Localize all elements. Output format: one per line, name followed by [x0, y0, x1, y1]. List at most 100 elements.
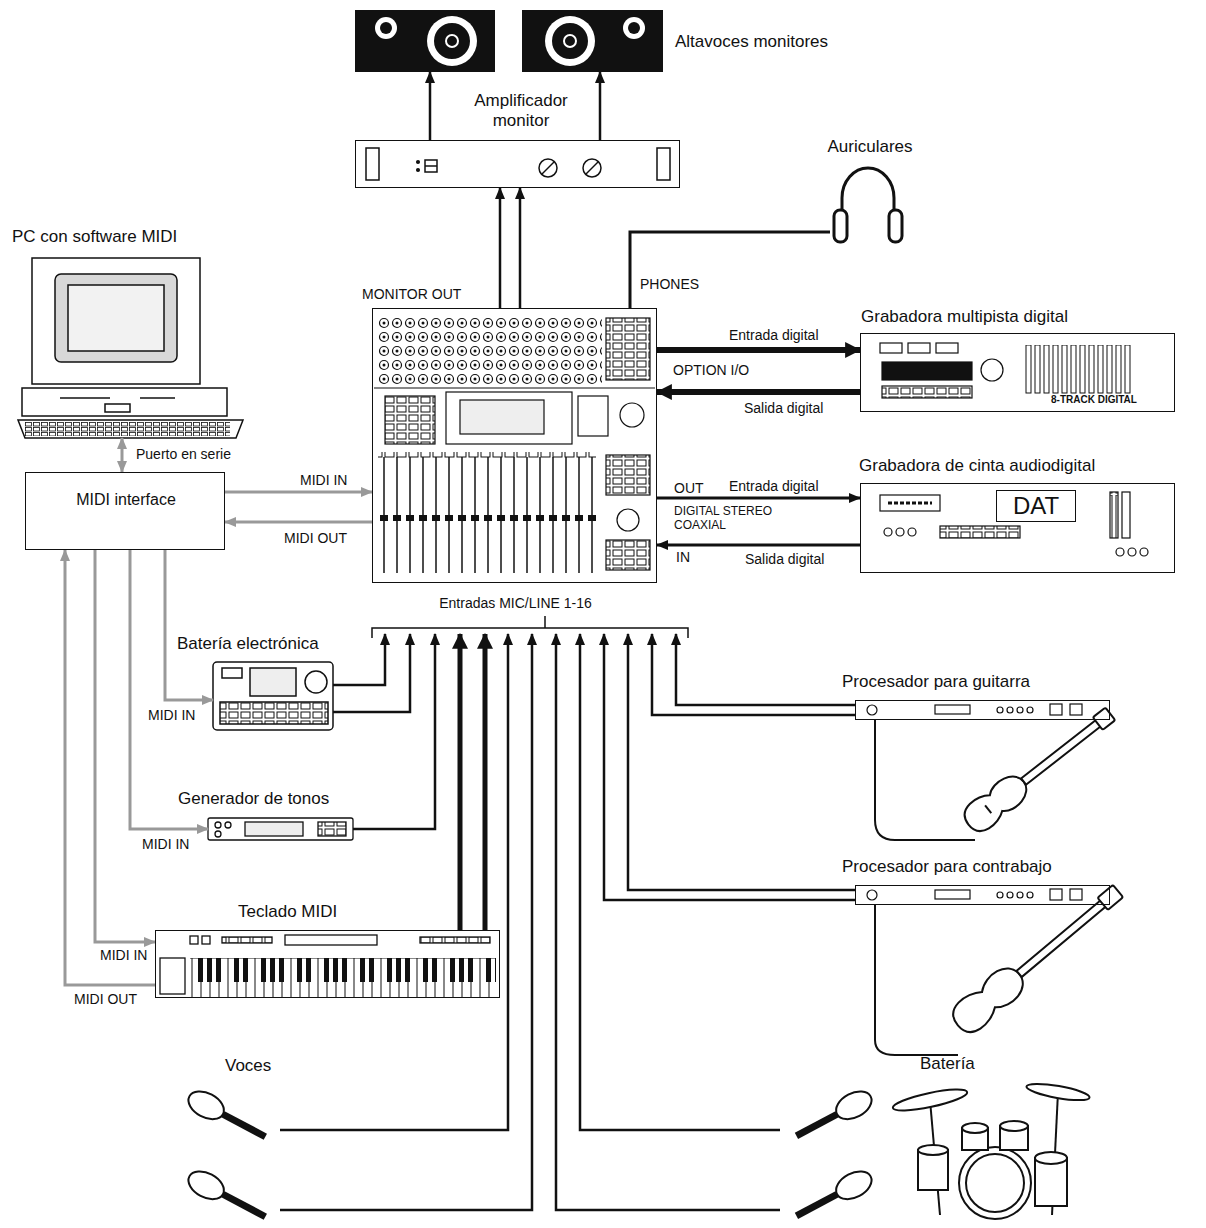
tone-generator-part — [215, 822, 221, 828]
dat-details-part — [1116, 548, 1124, 556]
guitar-processor-details — [867, 704, 1082, 715]
microphones-left-part-part — [184, 1166, 229, 1205]
tone-generator-part — [215, 831, 221, 837]
headphones-part — [834, 210, 847, 242]
amplifier-details-part — [425, 165, 437, 167]
drum-kit-part — [918, 1145, 948, 1155]
port-label: MIDI IN — [298, 472, 349, 488]
device-label: Teclado MIDI — [238, 902, 398, 922]
mixer-details-part — [617, 509, 639, 531]
guitar-part-part — [1093, 708, 1115, 730]
mixer-details-part — [606, 540, 650, 570]
keyboard-details — [160, 935, 496, 998]
port-label: MIDI IN — [140, 836, 191, 852]
multitrack-details-part — [882, 362, 972, 380]
guitar-processor-details-part — [1017, 707, 1023, 713]
computer-part — [68, 285, 164, 351]
drum-machine-part — [213, 662, 333, 730]
microphones-left-part-part — [184, 1086, 229, 1125]
tone-generator — [208, 818, 353, 840]
speaker-left-part — [375, 17, 397, 39]
bass-processor: Procesador para contrabajo — [855, 885, 1110, 905]
microphones-left-part-part — [223, 1114, 265, 1137]
midi-cable — [225, 491, 372, 494]
bass-processor-details-part — [935, 890, 970, 899]
device-label: Auriculares — [815, 137, 925, 157]
audio-cable — [280, 634, 532, 1210]
bass-processor-details-part — [867, 890, 877, 900]
amplifier-details-part — [425, 160, 437, 172]
dat-details-part — [888, 502, 932, 505]
drum-machine-part — [305, 671, 327, 693]
midi-cable — [165, 550, 213, 700]
midi-cable — [95, 550, 155, 942]
drum-machine-part — [220, 702, 328, 724]
speaker-right-part — [545, 16, 595, 66]
computer-part — [140, 397, 175, 399]
amplifier-details-part — [417, 161, 420, 164]
microphones-right — [791, 1086, 876, 1227]
monitor-amplifier: Amplificador monitor — [355, 140, 680, 188]
multitrack-details-part — [880, 343, 902, 353]
audio-cable — [657, 544, 860, 547]
port-label: Entrada digital — [727, 327, 821, 343]
microphones-left — [184, 1086, 271, 1228]
speaker-left-part — [446, 35, 458, 47]
keyboard-details-part — [190, 958, 496, 998]
drum-kit: Batería — [780, 1085, 1075, 1225]
audio-cable — [458, 634, 463, 930]
audio-cable — [652, 634, 855, 715]
dat-details-part — [1110, 492, 1118, 538]
keyboard-details-part — [190, 958, 496, 998]
midi-cable — [65, 550, 155, 985]
microphones-right-part-part — [796, 1194, 837, 1216]
speaker-right-part — [522, 10, 663, 72]
computer-part — [25, 422, 230, 436]
guitar-processor-details-part — [1070, 704, 1082, 715]
device-marking: 8-TRACK DIGITAL — [1051, 394, 1173, 406]
computer-part — [60, 397, 110, 399]
mixer-details-part — [620, 403, 644, 427]
port-label: OPTION I/O — [671, 362, 751, 378]
device-label: Generador de tonos — [178, 789, 383, 809]
headphones-part — [842, 168, 894, 218]
port-label: Puerto en serie — [134, 446, 233, 462]
keyboard-details-part — [160, 958, 185, 994]
audio-cable — [483, 634, 488, 930]
bass-processor-details-part — [1007, 892, 1013, 898]
drum-kit-part — [966, 1154, 1024, 1212]
guitar-processor-details-part — [1027, 707, 1033, 713]
mixer: Entradas MIC/LINE 1-16 — [372, 308, 657, 583]
bass-processor-details — [867, 889, 1082, 900]
tone-generator-part — [245, 822, 303, 836]
midi-keyboard: Teclado MIDI — [155, 930, 500, 998]
guitar-processor-details-part — [867, 705, 877, 715]
tone-generator-part — [208, 818, 353, 840]
computer-part — [18, 420, 243, 438]
port-label: MIDI IN — [146, 707, 197, 723]
speaker-left-part — [433, 22, 471, 60]
amplifier-details-part — [539, 159, 557, 177]
port-label: DIGITAL STEREO COAXIAL — [672, 505, 794, 533]
amplifier-details-part — [542, 162, 554, 174]
bass-guitar-part — [875, 905, 958, 1055]
drum-kit-part — [891, 1085, 968, 1114]
multitrack-recorder: Grabadora multipista digital8-TRACK DIGI… — [860, 333, 1175, 412]
speaker-right-part — [564, 35, 576, 47]
guitar-processor-details-part — [1007, 707, 1013, 713]
microphones-left-part-part — [223, 1194, 265, 1217]
bass-processor-details-part — [1027, 892, 1033, 898]
keyboard-details-part — [285, 935, 377, 945]
audio-cable — [556, 634, 780, 1210]
dat-details-part — [880, 495, 940, 511]
dat-details-part — [940, 526, 1020, 538]
drum-kit-part — [1025, 1081, 1090, 1104]
device-label: Procesador para contrabajo — [842, 857, 1114, 877]
port-label: MONITOR OUT — [360, 286, 463, 302]
bass-processor-details-part — [997, 892, 1003, 898]
device-marking: DAT — [996, 490, 1076, 522]
keyboard-details-part — [202, 936, 210, 944]
guitar-processor-details-part — [997, 707, 1003, 713]
guitar — [875, 701, 1120, 840]
